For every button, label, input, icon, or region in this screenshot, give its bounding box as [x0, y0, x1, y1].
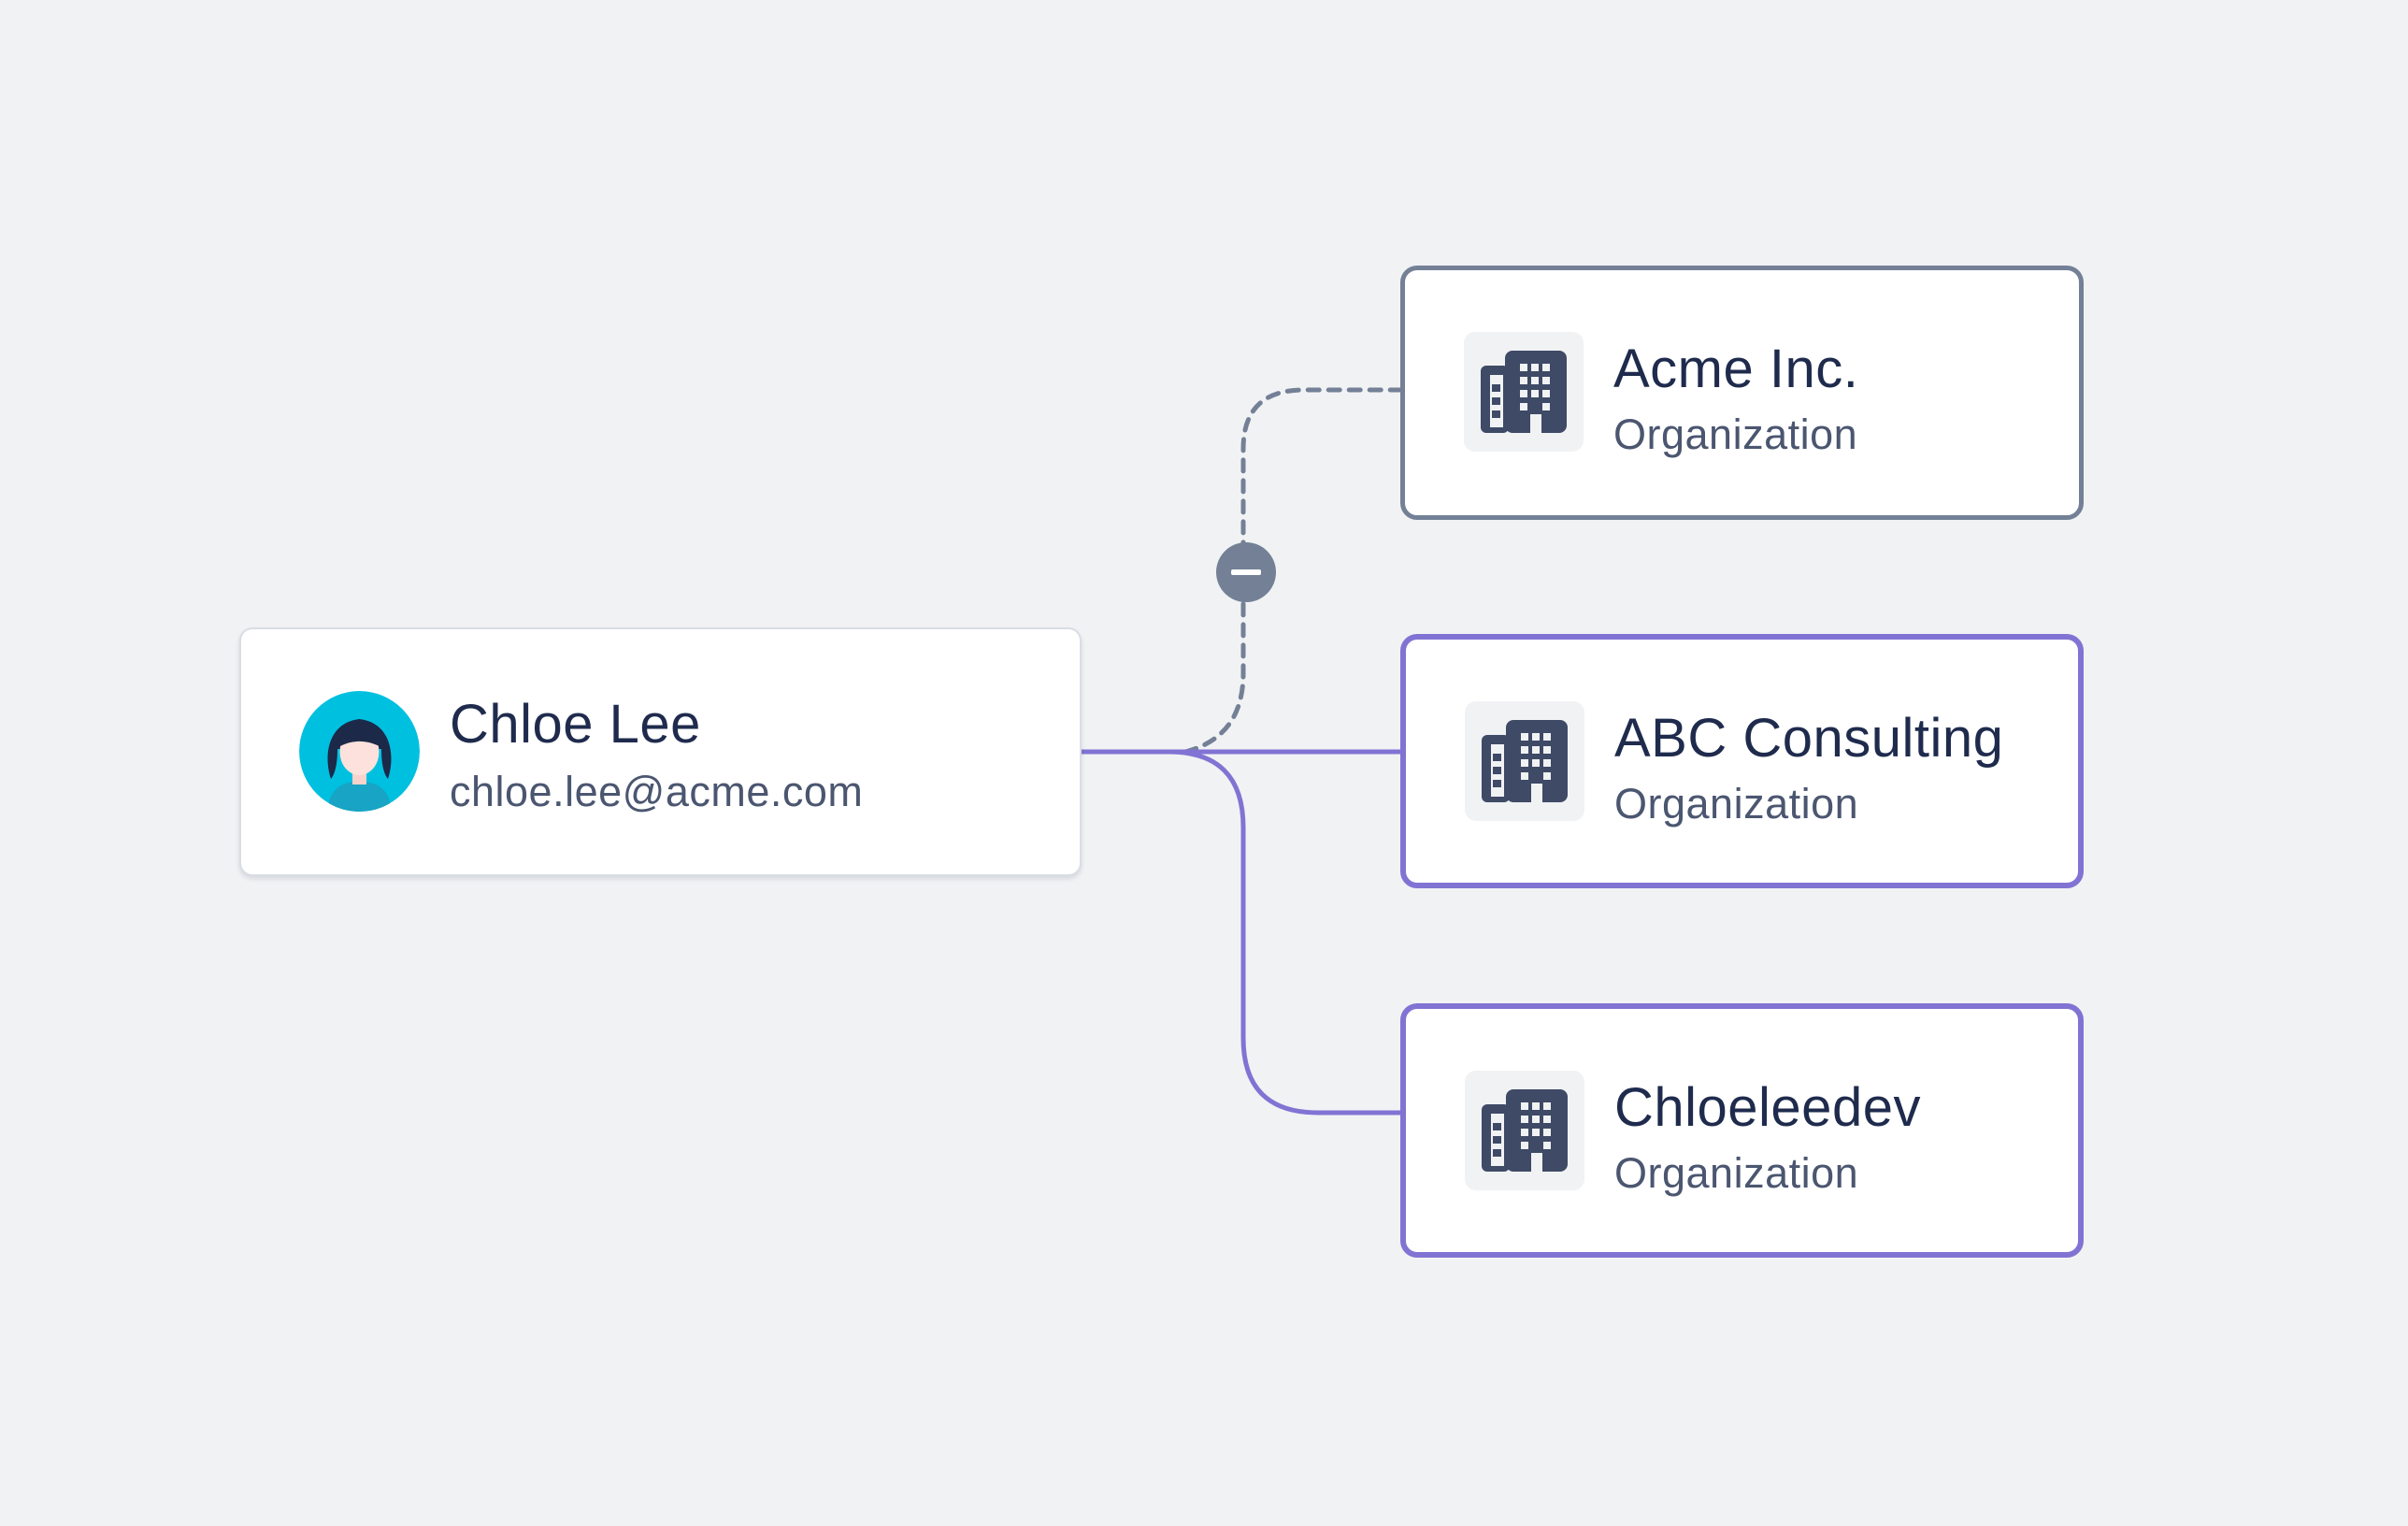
minus-circle-icon[interactable]: [1216, 542, 1276, 602]
user-card[interactable]: Chloe Lee chloe.lee@acme.com: [239, 627, 1082, 876]
org-card-chloeleedev[interactable]: Chloeleedev Organization: [1400, 1003, 2084, 1258]
org-type: Organization: [1613, 410, 1857, 459]
user-name: Chloe Lee: [450, 693, 701, 756]
org-type: Organization: [1614, 1149, 1858, 1198]
org-type: Organization: [1614, 780, 1858, 828]
female-user-avatar-icon: [299, 691, 420, 812]
connector-chloeleedev: [1168, 752, 1400, 1113]
org-name: Chloeleedev: [1614, 1076, 1921, 1139]
org-name: ABC Consulting: [1614, 707, 2003, 770]
minus-bar: [1231, 569, 1261, 575]
building-icon: [1465, 701, 1584, 821]
building-icon: [1464, 332, 1584, 452]
user-email: chloe.lee@acme.com: [450, 768, 863, 816]
org-card-abc-consulting[interactable]: ABC Consulting Organization: [1400, 634, 2084, 888]
org-card-acme-inc[interactable]: Acme Inc. Organization: [1400, 266, 2084, 520]
building-icon: [1465, 1071, 1584, 1190]
org-name: Acme Inc.: [1613, 338, 1858, 400]
